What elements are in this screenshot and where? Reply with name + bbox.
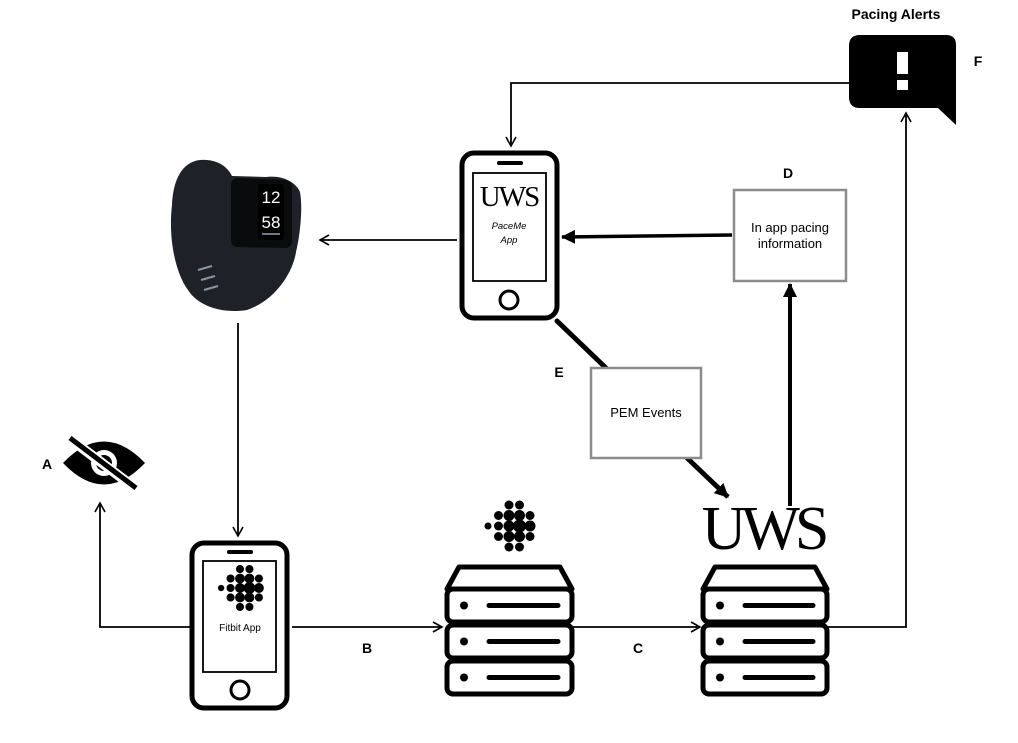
arrow-e-lower xyxy=(684,455,730,499)
eye-slash-icon xyxy=(63,436,145,495)
pacing-info-line1: In app pacing xyxy=(751,220,829,235)
fitbit-dots-icon xyxy=(484,500,536,552)
uws-server-logo: UWS xyxy=(702,495,826,563)
label-d: D xyxy=(783,165,793,181)
label-a: A xyxy=(42,456,52,472)
arrow-info-to-paceme xyxy=(561,229,733,244)
fitbit-dots-icon xyxy=(217,565,264,611)
fitbit-server-icon xyxy=(444,564,575,697)
pem-events-box: PEM Events xyxy=(589,366,703,460)
label-b: B xyxy=(362,640,372,656)
fitness-tracker-icon: 12 58 xyxy=(170,159,302,312)
paceme-label-line1: PaceMe xyxy=(492,221,527,232)
fitbit-phone: Fitbit App xyxy=(189,540,290,711)
watch-hour: 12 xyxy=(262,188,281,207)
arrow-alert-to-paceme xyxy=(505,82,849,148)
watch-minute: 58 xyxy=(262,213,281,232)
arrow-a xyxy=(94,501,190,628)
paceme-label-line2: App xyxy=(500,235,518,246)
pacing-alerts-title: Pacing Alerts xyxy=(852,6,941,22)
arrow-e-upper xyxy=(554,318,609,371)
label-c: C xyxy=(633,640,643,656)
alert-bubble-icon xyxy=(849,35,956,125)
in-app-pacing-info-box: In app pacing information xyxy=(732,188,848,283)
fitbit-app-label: Fitbit App xyxy=(219,623,261,634)
paceme-uws-logo: UWS xyxy=(480,181,539,213)
arrow-f xyxy=(827,111,912,628)
paceme-phone: UWS PaceMe App xyxy=(459,150,560,321)
uws-server-icon xyxy=(700,564,830,697)
label-e: E xyxy=(554,364,563,380)
label-f: F xyxy=(974,53,983,69)
pem-events-label: PEM Events xyxy=(610,405,682,420)
pacing-info-line2: information xyxy=(758,236,822,251)
